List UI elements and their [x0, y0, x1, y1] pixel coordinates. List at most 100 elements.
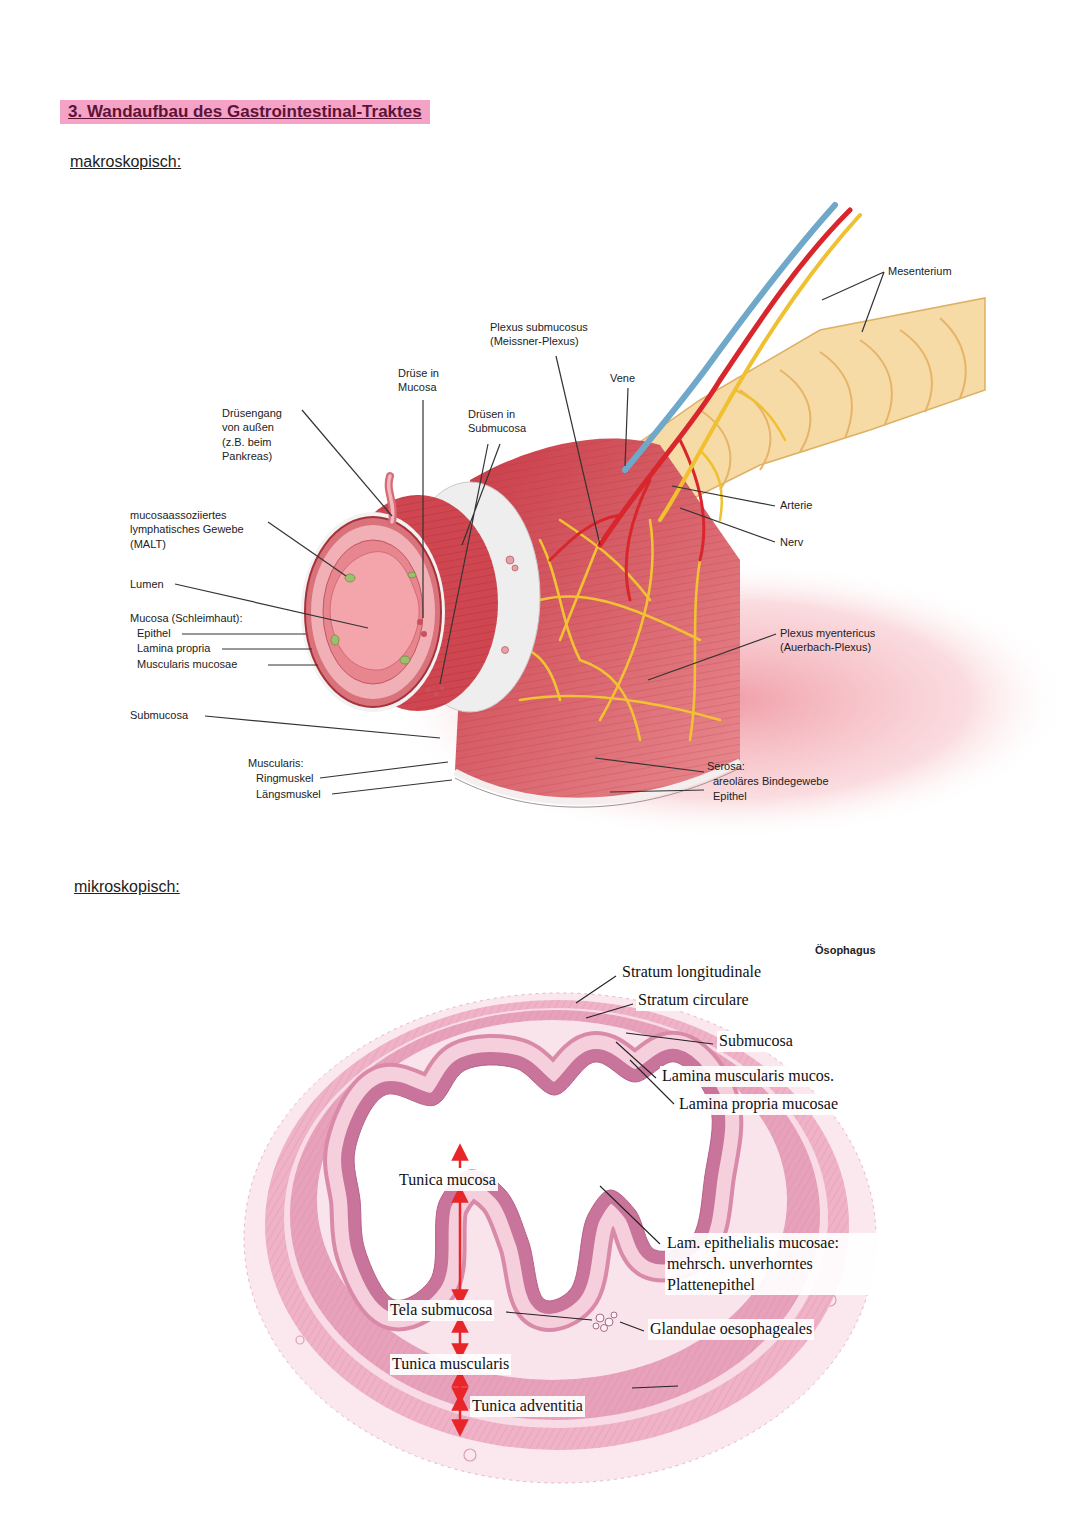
- mucosa-glands: [440, 686, 445, 691]
- part-label: Epithel: [713, 789, 747, 803]
- part-label: Plexus submucosus (Meissner-Plexus): [490, 320, 618, 349]
- muscularis-mucosae: [354, 1062, 712, 1301]
- micro-leader-lines: [576, 976, 616, 1003]
- mucosa-glands: [434, 692, 439, 697]
- oesophageal-glands: [596, 1314, 604, 1322]
- mucosa-glands: [417, 619, 445, 697]
- layer-label: Lam. epithelialis mucosae: mehrsch. unve…: [665, 1233, 884, 1295]
- part-label: Ringmuskel: [256, 771, 313, 785]
- submucosa-glands: [502, 556, 519, 654]
- stratum-longitudinale: [265, 1000, 849, 1450]
- lamina-propria: [311, 525, 435, 699]
- nerve-branch: [700, 390, 785, 520]
- layer-label: Stratum circulare: [636, 990, 751, 1011]
- macro-leader-lines: [672, 486, 775, 506]
- macro-leader-lines: [648, 634, 776, 680]
- layer-arrows: [459, 1402, 462, 1428]
- part-label: Nerv: [780, 535, 803, 549]
- part-label: Muscularis mucosae: [137, 657, 237, 671]
- muscularis-mucosae: [305, 517, 441, 707]
- macro-leader-lines: [182, 633, 306, 634]
- macro-leader-lines: [332, 780, 452, 794]
- part-label: mucosaassoziiertes lymphatisches Gewebe …: [130, 508, 272, 551]
- part-label: Lamina propria: [137, 641, 210, 655]
- serosa-edge: [455, 768, 740, 807]
- nerve-plexus: [520, 696, 720, 720]
- vein: [625, 205, 835, 470]
- layer-label: Submucosa: [717, 1031, 795, 1052]
- macro-leader-lines: [175, 272, 884, 794]
- layer-label: Lamina muscularis mucos.: [660, 1066, 836, 1087]
- macro-leader-lines: [205, 716, 440, 738]
- malt: [345, 574, 355, 582]
- macro-leader-lines: [268, 522, 346, 576]
- layer-label: Lamina propria mucosae: [677, 1094, 840, 1115]
- part-label: Epithel: [137, 626, 171, 640]
- micro-leader-lines: [586, 1004, 633, 1018]
- submucosa-glands: [512, 565, 518, 571]
- part-label: Vene: [610, 371, 635, 385]
- malt: [331, 635, 339, 645]
- layer-label: Stratum longitudinale: [620, 962, 763, 983]
- part-label: Drüsen in Submucosa: [468, 407, 542, 436]
- part-label: areoläres Bindegewebe: [713, 774, 829, 788]
- epithelium: [354, 1062, 712, 1301]
- layer-label: Tunica mucosa: [397, 1170, 498, 1191]
- nerve-plexus: [690, 560, 700, 740]
- part-label: Drüsengang von außen (z.B. beim Pankreas…: [222, 406, 294, 463]
- artery: [600, 210, 850, 545]
- part-label: Mesenterium: [888, 264, 952, 278]
- micro-leader-lines: [616, 1042, 656, 1078]
- macro-leader-lines: [680, 508, 775, 542]
- oesophageal-glands: [593, 1323, 599, 1329]
- mesentery: [700, 318, 966, 490]
- part-label: Drüse in Mucosa: [398, 366, 454, 395]
- part-label: Längsmuskel: [256, 787, 321, 801]
- oesophageal-glands: [611, 1312, 617, 1318]
- macro-leader-lines: [268, 664, 318, 665]
- part-label: Lumen: [130, 577, 164, 591]
- part-label: Arterie: [780, 498, 812, 512]
- oesophageal-glands: [593, 1312, 617, 1332]
- malt: [400, 656, 410, 664]
- mucosa-glands: [421, 631, 427, 637]
- macro-leader-lines: [625, 388, 628, 466]
- nerve: [660, 215, 860, 520]
- layer-label: Tunica adventitia: [470, 1396, 585, 1417]
- macro-leader-lines: [222, 648, 312, 649]
- micro-leader-lines: [620, 1322, 644, 1331]
- micro-leader-lines: [626, 1033, 713, 1044]
- blood-vessels: [550, 205, 860, 600]
- section-heading: mikroskopisch:: [74, 877, 180, 898]
- layer-label: Tunica muscularis: [390, 1354, 511, 1375]
- macro-leader-lines: [422, 400, 423, 618]
- macro-leader-lines: [440, 444, 500, 684]
- lumen: [330, 552, 419, 671]
- figure-label: Ösophagus: [815, 943, 876, 957]
- malt: [331, 572, 416, 664]
- muscle-texture: [265, 1000, 849, 1450]
- mucosa-glands: [426, 688, 431, 693]
- malt: [408, 572, 416, 578]
- macro-illustration: [301, 205, 1070, 840]
- macro-leader-lines: [595, 758, 704, 792]
- section-heading: makroskopisch:: [70, 152, 181, 173]
- part-label: Mucosa (Schleimhaut):: [130, 611, 243, 625]
- part-label: Submucosa: [130, 708, 188, 722]
- layer-arrows: [459, 1194, 462, 1298]
- layer-label: Glandulae oesophageales: [648, 1319, 814, 1340]
- nerve-plexus: [560, 520, 650, 600]
- part-label: Muscularis:: [248, 756, 304, 770]
- layer-arrows: [459, 1152, 462, 1428]
- micro-leader-lines: [600, 1186, 660, 1244]
- macro-leader-lines: [556, 356, 600, 545]
- part-label: Plexus myentericus (Auerbach-Plexus): [780, 626, 904, 655]
- oesophageal-glands: [601, 1325, 608, 1332]
- nerve-plexus: [540, 540, 580, 660]
- layer-arrows: [459, 1324, 462, 1352]
- layer-arrows: [459, 1152, 462, 1168]
- part-label: Serosa:: [707, 759, 745, 773]
- layer-label: Tela submucosa: [388, 1300, 494, 1321]
